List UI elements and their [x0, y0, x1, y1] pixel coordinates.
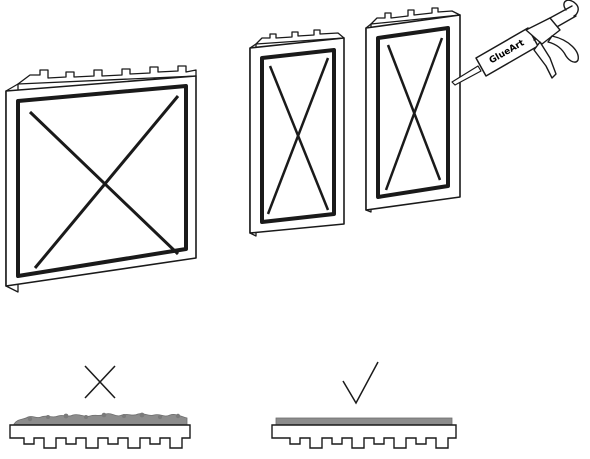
wrong-application-example [10, 366, 190, 448]
even-glue-layer [276, 418, 452, 425]
glue-gun: GlueArt [452, 0, 578, 85]
glue-gun-trigger [548, 36, 578, 62]
middle-panel [250, 30, 344, 236]
glue-gun-hook [564, 0, 578, 16]
wrong-panel-profile [10, 425, 190, 448]
check-mark-icon [343, 362, 378, 403]
correct-panel-profile [272, 425, 456, 448]
right-panel [366, 8, 460, 212]
correct-application-example [272, 362, 456, 448]
cross-mark-icon [85, 366, 115, 398]
glue-gun-handle [534, 42, 556, 78]
large-panel [6, 66, 196, 292]
